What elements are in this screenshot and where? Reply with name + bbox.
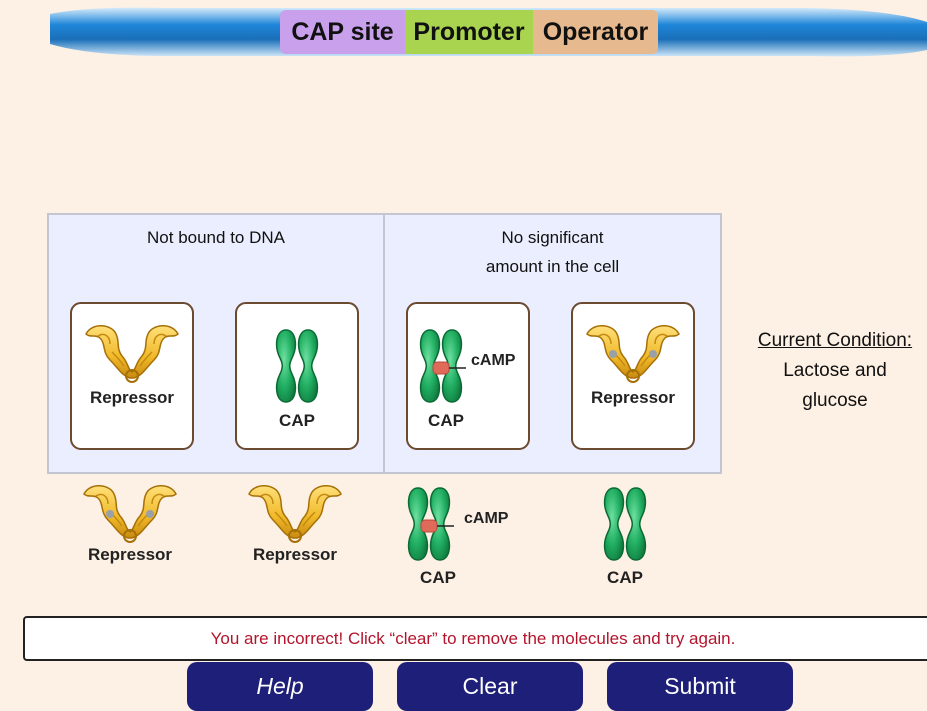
molecule-card-cap[interactable]: CAP xyxy=(235,302,359,450)
condition-title: Current Condition: xyxy=(757,330,913,351)
camp-label: cAMP xyxy=(464,510,509,527)
molecule-label: Repressor xyxy=(87,545,173,564)
molecule-label: Repressor xyxy=(89,388,175,407)
cap-icon xyxy=(603,487,647,561)
inducer-icon xyxy=(649,350,657,358)
repressor-icon xyxy=(85,324,179,383)
help-button[interactable]: Help xyxy=(187,662,373,711)
molecule-label: CAP xyxy=(607,568,643,587)
repressor-icon xyxy=(248,484,342,543)
molecule-label: CAP xyxy=(420,568,456,587)
tray-item-repressor[interactable]: Repressor xyxy=(240,480,350,572)
tray-item-cap-camp[interactable]: cAMP CAP xyxy=(400,480,530,592)
inducer-icon xyxy=(609,350,617,358)
panel-not-bound-to-dna[interactable]: Not bound to DNA Repressor CAP xyxy=(47,213,385,474)
dna-segment-promoter: Promoter xyxy=(405,10,533,54)
panel-title: Not bound to DNA xyxy=(147,228,285,247)
dna-segment-label: Promoter xyxy=(413,17,525,46)
dna-segment-operator: Operator xyxy=(533,10,658,54)
dna-segment-cap-site: CAP site xyxy=(280,10,405,54)
dna-strand: CAP site Promoter Operator xyxy=(50,0,927,62)
cap-icon xyxy=(407,487,454,561)
molecule-card-cap-camp[interactable]: cAMP CAP xyxy=(406,302,530,450)
molecule-label: CAP xyxy=(279,411,315,430)
molecule-label: Repressor xyxy=(590,388,676,407)
dna-segment-label: Operator xyxy=(542,17,649,46)
cap-icon xyxy=(419,329,466,403)
camp-icon xyxy=(432,361,450,375)
cap-icon xyxy=(275,329,319,403)
molecule-label: Repressor xyxy=(252,545,338,564)
submit-button[interactable]: Submit xyxy=(607,662,793,711)
camp-label: cAMP xyxy=(471,352,516,369)
panel-title-line-2: amount in the cell xyxy=(485,257,620,276)
dna-segment-label: CAP site xyxy=(291,17,394,46)
inducer-icon xyxy=(106,510,114,518)
current-condition: Current Condition: Lactose and glucose xyxy=(744,326,926,416)
repressor-icon xyxy=(83,484,177,543)
condition-line-1: Lactose and xyxy=(783,360,887,381)
repressor-icon xyxy=(586,324,680,383)
feedback-message: You are incorrect! Click “clear” to remo… xyxy=(23,616,927,661)
panel-no-significant-amount[interactable]: No significant amount in the cell cAMP C… xyxy=(383,213,722,474)
molecule-card-repressor[interactable]: Repressor xyxy=(70,302,194,450)
condition-line-2: glucose xyxy=(802,390,868,411)
panel-title-line-1: No significant xyxy=(501,228,604,247)
molecule-card-repressor-inducer[interactable]: Repressor xyxy=(571,302,695,450)
molecule-label: CAP xyxy=(428,411,464,430)
clear-button[interactable]: Clear xyxy=(397,662,583,711)
tray-item-cap[interactable]: CAP xyxy=(585,480,665,592)
inducer-icon xyxy=(146,510,154,518)
tray-item-repressor-inducer[interactable]: Repressor xyxy=(75,480,185,572)
feedback-text: You are incorrect! Click “clear” to remo… xyxy=(210,628,736,648)
camp-icon xyxy=(420,519,438,533)
